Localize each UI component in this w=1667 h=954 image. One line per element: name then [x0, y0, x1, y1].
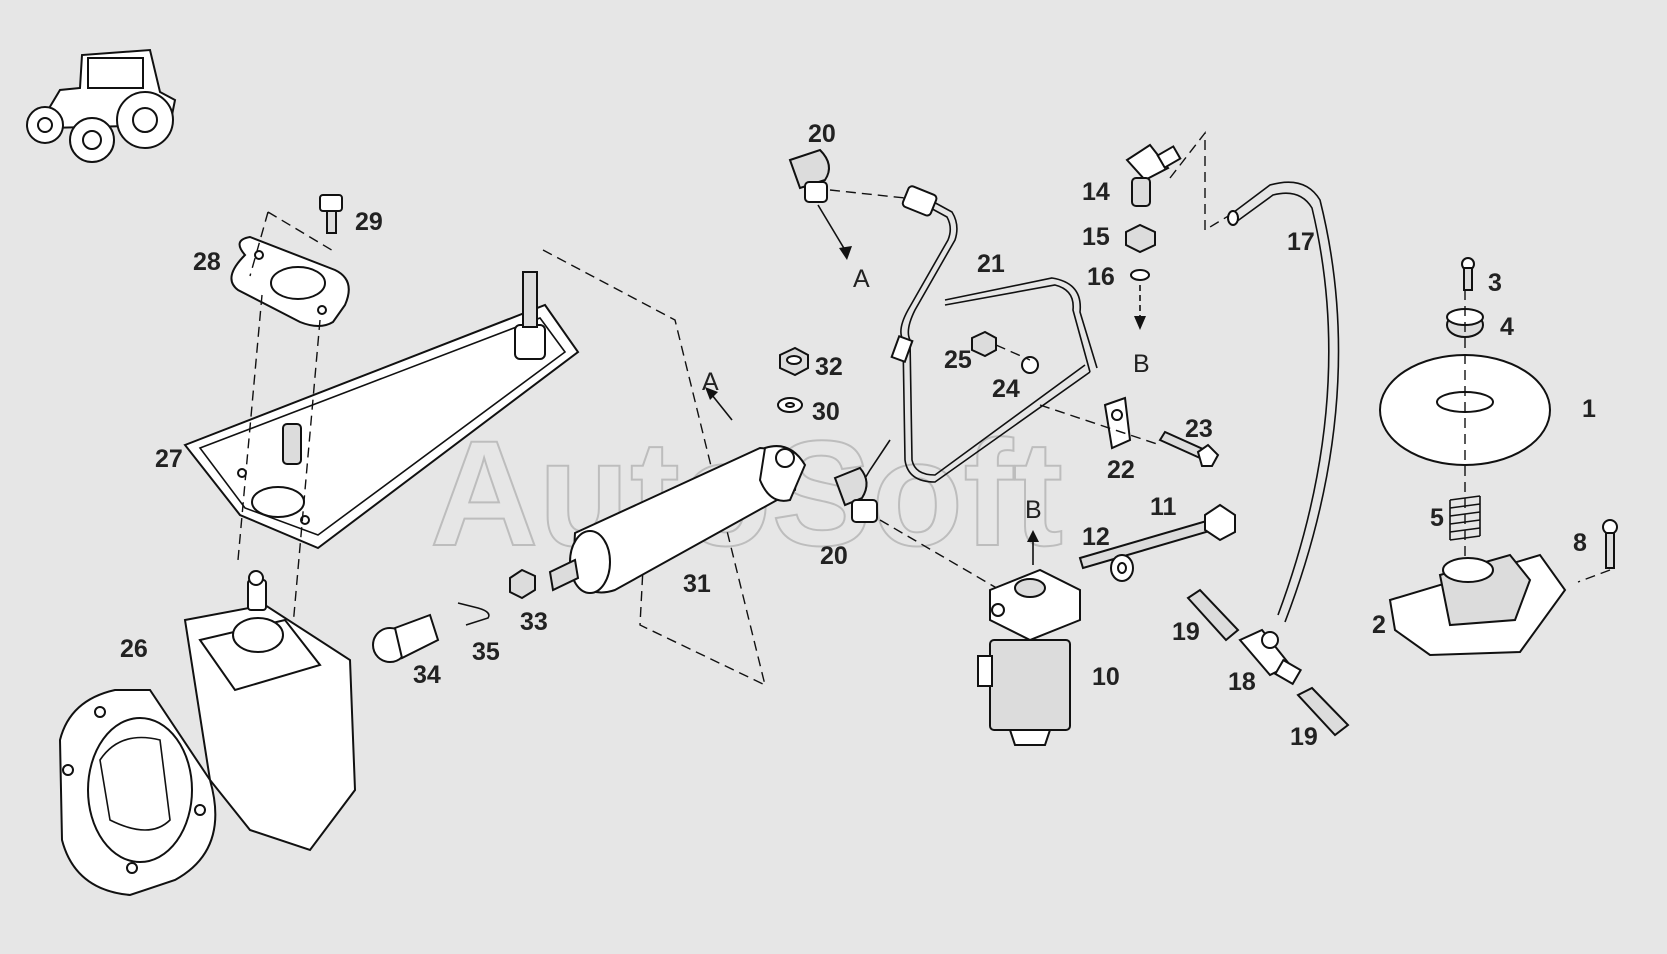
- screw-8: [1602, 519, 1618, 569]
- base-2: [1388, 553, 1567, 657]
- elbow-fitting-14: [1125, 143, 1182, 207]
- tractor-icon: [26, 48, 177, 163]
- hose-19-lower: [1296, 686, 1350, 737]
- clamp-22: [1103, 396, 1132, 450]
- callout-31: 31: [683, 570, 711, 598]
- callout-24: 24: [992, 375, 1020, 403]
- bolt-29: [319, 194, 343, 234]
- bracket-27: [183, 271, 580, 550]
- callout-21: 21: [977, 250, 1005, 278]
- nut-25: [971, 330, 997, 358]
- callout-25: 25: [944, 346, 972, 374]
- callout-32: 32: [815, 353, 843, 381]
- elbow-fitting-20-top: [788, 148, 852, 260]
- callout-23: 23: [1185, 415, 1213, 443]
- washer-24: [1021, 356, 1039, 374]
- callout-17: 17: [1287, 228, 1315, 256]
- nut-15: [1125, 223, 1156, 254]
- callout-16: 16: [1087, 263, 1115, 291]
- hose-19-upper: [1186, 588, 1240, 642]
- cylinder-31: [548, 445, 807, 594]
- housing-26: [58, 570, 357, 897]
- callout-10: 10: [1092, 663, 1120, 691]
- washer-16: [1130, 269, 1150, 281]
- pipe-21: [857, 185, 1098, 491]
- bolt-23: [1158, 430, 1220, 467]
- callout-20-top: 20: [808, 120, 836, 148]
- callout-29: 29: [355, 208, 383, 236]
- washer-12: [1110, 554, 1134, 582]
- callout-2: 2: [1372, 611, 1386, 639]
- tee-18: [1238, 628, 1303, 686]
- marker-b-upper-label: B: [1133, 350, 1150, 378]
- clip-35: [457, 602, 490, 626]
- callout-34: 34: [413, 661, 441, 689]
- callout-1: 1: [1582, 395, 1596, 423]
- nut-33: [509, 568, 536, 600]
- callout-19-upper: 19: [1172, 618, 1200, 646]
- callout-22: 22: [1107, 456, 1135, 484]
- callout-19-lower: 19: [1290, 723, 1318, 751]
- callout-28: 28: [193, 248, 221, 276]
- callout-15: 15: [1082, 223, 1110, 251]
- elbow-fitting-20-bottom: [833, 466, 878, 523]
- callout-11: 11: [1150, 493, 1177, 521]
- callout-35: 35: [472, 638, 500, 666]
- solenoid-valve-10: [977, 568, 1081, 746]
- callout-3: 3: [1488, 269, 1502, 297]
- screw-3: [1461, 257, 1475, 291]
- gasket-28: [230, 235, 350, 327]
- bolt-11: [1078, 503, 1236, 570]
- marker-b-lower: [1027, 530, 1039, 565]
- callout-18: 18: [1228, 668, 1256, 696]
- marker-a-upper-label: A: [853, 265, 870, 293]
- ball-joint-34: [372, 613, 440, 663]
- washer-30: [777, 397, 803, 413]
- marker-a-lower-label: A: [702, 368, 719, 396]
- marker-a-lower: [705, 387, 733, 421]
- callout-30: 30: [812, 398, 840, 426]
- callout-14: 14: [1082, 178, 1110, 206]
- hose-17: [1227, 181, 1340, 623]
- callout-26: 26: [120, 635, 148, 663]
- callout-5: 5: [1430, 504, 1444, 532]
- callout-20-bottom: 20: [820, 542, 848, 570]
- callout-12: 12: [1082, 523, 1110, 551]
- spring-5: [1449, 495, 1481, 541]
- marker-b-upper: [1134, 285, 1146, 330]
- callout-33: 33: [520, 608, 548, 636]
- marker-b-lower-label: B: [1025, 496, 1042, 524]
- callout-27: 27: [155, 445, 183, 473]
- nut-32: [779, 346, 809, 377]
- callout-8: 8: [1573, 529, 1587, 557]
- callout-4: 4: [1500, 313, 1514, 341]
